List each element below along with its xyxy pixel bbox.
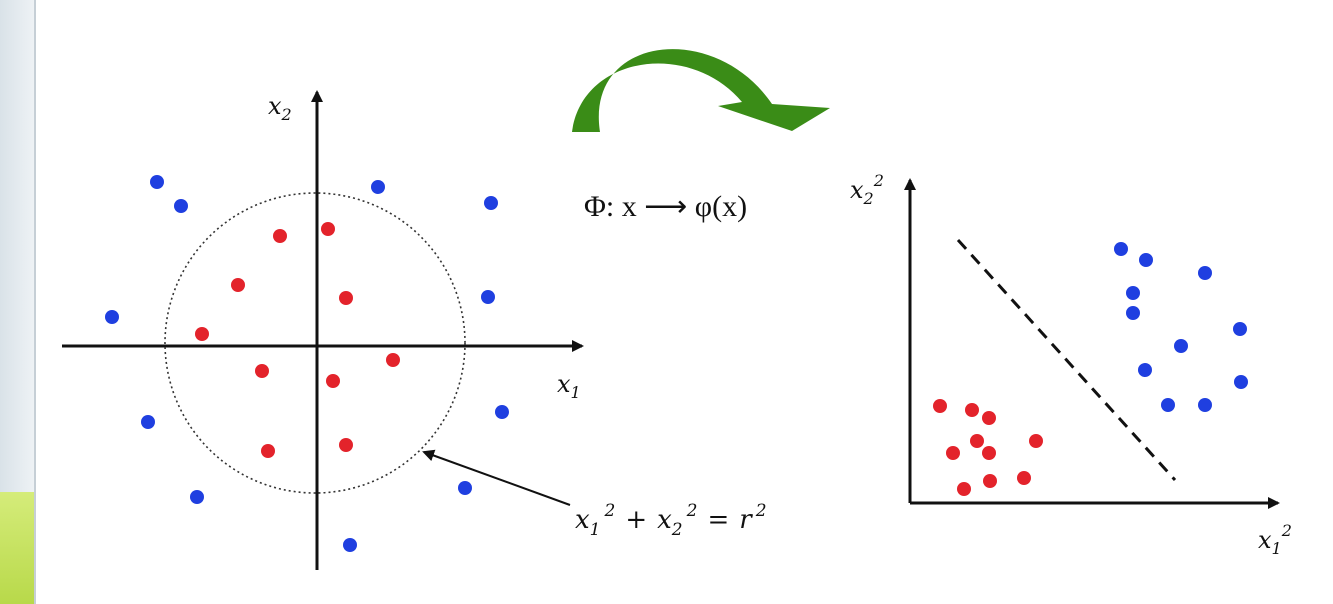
left-y-axis-label: x2 (268, 92, 292, 124)
right-plot: x22 x12 (850, 171, 1292, 558)
inside-point (255, 364, 269, 378)
inside-point (231, 278, 245, 292)
inside-point (1029, 434, 1043, 448)
decision-circle (164, 192, 466, 494)
slide-sidebar-accent (0, 492, 34, 604)
outside-point (1139, 253, 1153, 267)
inside-point (261, 444, 275, 458)
outside-point (495, 405, 509, 419)
outside-point (1233, 322, 1247, 336)
right-points-outside (1114, 242, 1248, 412)
outside-point (458, 481, 472, 495)
outside-point (1198, 398, 1212, 412)
outside-point (105, 310, 119, 324)
inside-point (1017, 471, 1031, 485)
inside-point (326, 374, 340, 388)
outside-point (481, 290, 495, 304)
outside-point (1138, 363, 1152, 377)
left-plot: x2 x1 (62, 90, 767, 570)
outside-point (1126, 286, 1140, 300)
outside-point (343, 538, 357, 552)
mapping-label: Φ: x ⟶ φ(x) (584, 190, 747, 223)
outside-point (150, 175, 164, 189)
inside-point (273, 229, 287, 243)
outside-point (174, 199, 188, 213)
right-y-axis-label: x22 (850, 171, 884, 208)
left-x-axis-label: x1 (557, 370, 581, 402)
outside-point (1198, 266, 1212, 280)
left-points-inside (195, 222, 400, 458)
curved-arrow-body (572, 49, 830, 132)
inside-point (386, 353, 400, 367)
inside-point (983, 474, 997, 488)
outside-point (371, 180, 385, 194)
outside-point (484, 196, 498, 210)
outside-point (1234, 375, 1248, 389)
inside-point (982, 446, 996, 460)
inside-point (946, 446, 960, 460)
outside-point (1126, 306, 1140, 320)
inside-point (970, 434, 984, 448)
outside-point (1174, 339, 1188, 353)
inside-point (339, 291, 353, 305)
outside-point (1161, 398, 1175, 412)
right-points-inside (933, 399, 1043, 496)
inside-point (321, 222, 335, 236)
inside-point (195, 327, 209, 341)
slide-sidebar-edge (34, 0, 36, 604)
separating-line (956, 238, 1177, 482)
inside-point (339, 438, 353, 452)
left-points-outside (105, 175, 509, 552)
outside-point (1114, 242, 1128, 256)
outside-point (141, 415, 155, 429)
inside-point (957, 482, 971, 496)
equation-pointer-arrow (422, 449, 571, 506)
inside-point (965, 403, 979, 417)
right-x-axis-label: x12 (1258, 521, 1292, 558)
outside-point (190, 490, 204, 504)
inside-point (933, 399, 947, 413)
inside-point (982, 411, 996, 425)
